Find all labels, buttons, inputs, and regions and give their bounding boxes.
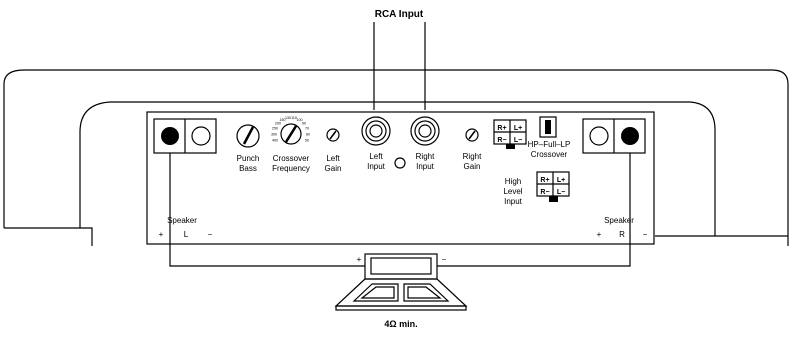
- speaker-wire-positive: [169, 153, 365, 267]
- dial-tick-150: 150: [280, 118, 286, 122]
- left-input-label-1: Left: [369, 152, 383, 161]
- amp-outer-shell: [3, 69, 789, 246]
- hp-full-lp-label: HP–Full–LP: [528, 140, 571, 149]
- high-level-connector-plug: R+ L+ R− L−: [536, 171, 570, 202]
- impedance-label: 4Ω min.: [384, 319, 417, 329]
- high-level-label-3: Input: [504, 197, 523, 206]
- speaker-wire-negative: [437, 153, 631, 267]
- hl-l-plus: L+: [514, 125, 522, 132]
- left-terminal-plus: [161, 127, 179, 145]
- punch-bass-label-2: Bass: [239, 164, 257, 173]
- speaker-left-label: Speaker: [167, 216, 197, 225]
- speaker-right-label: Speaker: [604, 216, 634, 225]
- right-gain-control: [465, 128, 479, 142]
- dial-tick-100: 100: [297, 118, 303, 122]
- speaker-icon: [334, 253, 468, 311]
- hl-r-plus: R+: [497, 125, 506, 132]
- plug-l-minus: L−: [557, 189, 565, 196]
- dial-tick-400: 400: [272, 138, 278, 142]
- left-speaker-terminal: [153, 118, 217, 154]
- high-level-input-connector: R+ L+ R− L−: [493, 119, 527, 149]
- right-terminal-plus: [589, 126, 609, 146]
- plug-r-plus: R+: [540, 177, 549, 184]
- left-plus-sign: +: [159, 230, 164, 239]
- right-rca-input-jack: [410, 116, 440, 146]
- dial-tick-90: 90: [302, 122, 306, 126]
- dial-tick-110: 110: [291, 116, 297, 120]
- dial-tick-60: 60: [306, 133, 310, 137]
- dial-tick-300: 300: [271, 133, 277, 137]
- punch-bass-label-1: Punch: [237, 154, 260, 163]
- right-input-label-2: Input: [416, 162, 435, 171]
- crossover-mode-switch: [539, 116, 557, 138]
- speaker-minus-sign: −: [442, 255, 447, 264]
- left-input-label-2: Input: [367, 162, 386, 171]
- left-channel-letter: L: [184, 230, 189, 239]
- crossover-frequency-label-2: Frequency: [272, 164, 310, 173]
- right-terminal-minus: [621, 127, 639, 145]
- hl-r-minus: R−: [497, 137, 506, 144]
- right-minus-sign: −: [643, 230, 648, 239]
- left-gain-label-1: Left: [326, 154, 340, 163]
- right-channel-letter: R: [619, 230, 625, 239]
- right-input-label-1: Right: [416, 152, 435, 161]
- dial-tick-50: 50: [305, 138, 309, 142]
- high-level-label-2: Level: [503, 187, 522, 196]
- input-indicator: [394, 157, 406, 169]
- amp-left-foot: [4, 227, 93, 246]
- dial-tick-200: 200: [275, 122, 281, 126]
- plug-l-plus: L+: [557, 177, 565, 184]
- crossover-mode-label: Crossover: [531, 150, 568, 159]
- dial-tick-70: 70: [305, 127, 309, 131]
- left-minus-sign: −: [208, 230, 213, 239]
- right-gain-label-1: Right: [463, 152, 482, 161]
- crossover-frequency-label-1: Crossover: [273, 154, 310, 163]
- high-level-label-1: High: [505, 177, 521, 186]
- right-speaker-terminal: [582, 118, 646, 154]
- speaker-plus-sign: +: [357, 255, 362, 264]
- hl-l-minus: L−: [514, 137, 522, 144]
- right-plus-sign: +: [597, 230, 602, 239]
- amp-inner-top: [79, 101, 716, 236]
- punch-bass-knob: [236, 124, 260, 148]
- control-panel: [146, 111, 655, 245]
- dial-tick-130: 130: [285, 116, 291, 120]
- left-rca-input-jack: [361, 116, 391, 146]
- left-gain-control: [326, 128, 340, 142]
- diagram-title: RCA Input: [375, 9, 424, 20]
- dial-tick-250: 250: [272, 127, 278, 131]
- left-terminal-minus: [191, 126, 211, 146]
- plug-r-minus: R−: [540, 189, 549, 196]
- left-gain-label-2: Gain: [325, 164, 342, 173]
- right-gain-label-2: Gain: [464, 162, 481, 171]
